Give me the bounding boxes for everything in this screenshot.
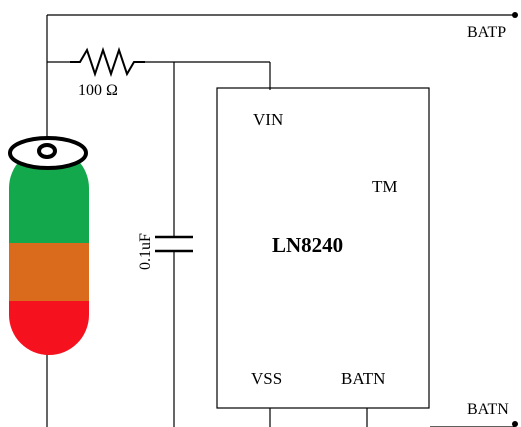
battery-terminal: [37, 143, 57, 159]
capacitor-value-label: 0.1uF: [137, 233, 154, 270]
ic-box: [216, 87, 430, 409]
terminal-dot-icon: [512, 12, 518, 18]
ic-pin-batn: BATN: [341, 369, 385, 388]
ic-pin-vin: VIN: [253, 110, 283, 129]
terminal-dot-icon: [512, 421, 518, 427]
batn-label: BATN: [467, 401, 509, 418]
ic-name: LN8240: [272, 233, 343, 257]
ic-pin-vss: VSS: [251, 369, 282, 388]
capacitor-icon: [155, 235, 193, 253]
ic-pin-tm: TM: [372, 177, 398, 196]
battery-icon: [8, 136, 89, 355]
resistor-icon: [70, 46, 145, 78]
resistor-value-label: 100 Ω: [78, 82, 118, 99]
batp-label: BATP: [467, 24, 506, 41]
wire-group: [46, 14, 515, 427]
